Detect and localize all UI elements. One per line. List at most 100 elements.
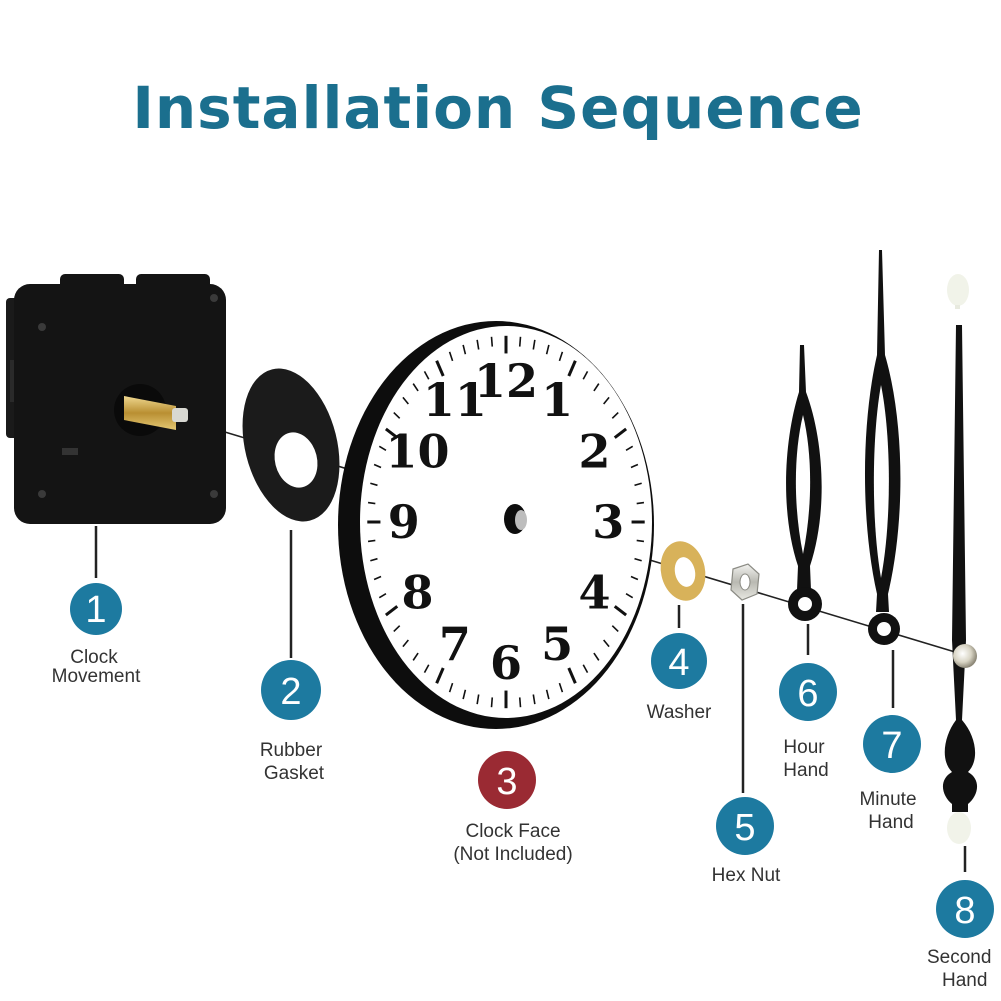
dial-minor-tick <box>393 625 401 633</box>
dial-minor-tick <box>593 383 600 392</box>
part-number: 5 <box>734 807 755 849</box>
dial-minor-tick <box>630 575 639 581</box>
dial-minor-tick <box>412 652 419 661</box>
dial-minor-tick <box>462 344 467 355</box>
dial-major-tick <box>384 427 399 439</box>
part-badge <box>936 880 994 938</box>
dial-minor-tick <box>373 575 382 581</box>
dial-minor-tick <box>476 339 480 350</box>
dial-major-tick <box>384 605 399 617</box>
hour-hand-illustration <box>786 345 822 621</box>
dial-numeral: 5 <box>541 617 573 671</box>
part-label: Second <box>927 947 991 968</box>
dial-numeral: 4 <box>579 566 611 620</box>
dial-minor-tick <box>611 411 619 419</box>
rubber-gasket-illustration <box>242 368 340 522</box>
part-label: Hand <box>942 970 987 991</box>
part-3-callout: 3 Clock Face (Not Included) <box>453 751 573 865</box>
part-badge <box>863 715 921 773</box>
dial-minor-tick <box>367 501 376 505</box>
dial-major-tick <box>435 360 445 377</box>
dial-minor-tick <box>367 539 376 543</box>
dial-numeral: 7 <box>439 617 471 671</box>
dial-minor-tick <box>402 396 409 405</box>
dial-numeral: 2 <box>579 424 611 478</box>
dial-minor-tick <box>636 539 645 543</box>
dial-minor-tick <box>582 664 589 674</box>
dial-minor-tick <box>625 593 634 599</box>
dial-minor-tick <box>611 625 619 633</box>
dial-minor-tick <box>518 697 522 708</box>
part-5-callout: 5 Hex Nut <box>712 797 781 886</box>
clock-movement-illustration <box>6 274 226 524</box>
dial-minor-tick <box>402 639 409 648</box>
part-badge <box>478 751 536 809</box>
dial-major-tick <box>613 605 628 617</box>
part-badge <box>261 660 321 720</box>
part-label: Hand <box>868 812 913 833</box>
dial-numeral: 1 <box>541 373 573 427</box>
part-1-callout: 1 Clock Movement <box>52 583 141 687</box>
part-6-callout: 6 Hour Hand <box>779 663 837 781</box>
dial-major-tick <box>435 667 445 684</box>
dial-minor-tick <box>423 664 430 674</box>
part-number: 1 <box>85 589 106 631</box>
leader-lines <box>94 526 967 872</box>
dial-minor-tick <box>582 370 589 380</box>
minute-hand-illustration <box>864 250 901 645</box>
clock-face-ticks <box>367 335 645 709</box>
dial-minor-tick <box>593 652 600 661</box>
part-8-callout: 8 Second Hand <box>927 880 994 991</box>
dial-minor-tick <box>603 396 610 405</box>
dial-minor-tick <box>636 501 645 505</box>
part-badge <box>651 633 707 689</box>
dial-minor-tick <box>476 694 480 705</box>
dial-minor-tick <box>603 639 610 648</box>
part-label: Gasket <box>264 763 325 784</box>
dial-minor-tick <box>532 339 536 350</box>
dial-minor-tick <box>490 697 494 708</box>
dial-major-tick <box>613 427 628 439</box>
part-label: (Not Included) <box>453 844 572 865</box>
part-2-callout: 2 Rubber Gasket <box>260 660 325 784</box>
dial-minor-tick <box>630 463 639 469</box>
dial-minor-tick <box>625 445 634 451</box>
part-number: 7 <box>881 725 902 767</box>
dial-numeral: 10 <box>385 424 449 478</box>
second-hand-illustration <box>942 274 978 844</box>
diagram-title: Installation Sequence <box>132 74 863 142</box>
part-number: 8 <box>954 890 975 932</box>
dial-minor-tick <box>378 445 387 451</box>
dial-numeral: 6 <box>490 636 522 690</box>
dial-numeral: 3 <box>592 495 624 549</box>
dial-major-tick <box>567 360 577 377</box>
dial-minor-tick <box>558 351 564 362</box>
dial-minor-tick <box>412 383 419 392</box>
dial-minor-tick <box>378 593 387 599</box>
part-badge <box>779 663 837 721</box>
dial-numeral: 9 <box>388 495 420 549</box>
part-label: Rubber <box>260 740 323 761</box>
dial-minor-tick <box>370 482 378 487</box>
dial-minor-tick <box>634 482 642 487</box>
dial-minor-tick <box>518 336 522 347</box>
part-7-callout: 7 Minute Hand <box>859 715 921 833</box>
dial-minor-tick <box>545 689 550 700</box>
part-badge <box>716 797 774 855</box>
dial-minor-tick <box>448 351 454 362</box>
dial-minor-tick <box>545 344 550 355</box>
part-label: Hand <box>783 760 828 781</box>
part-number: 3 <box>496 761 517 803</box>
part-label: Washer <box>647 702 712 723</box>
part-label: Clock Face <box>465 821 560 842</box>
part-number: 2 <box>280 671 301 713</box>
dial-minor-tick <box>634 557 642 562</box>
part-number: 4 <box>668 642 689 684</box>
hex-nut-illustration <box>730 563 760 601</box>
dial-major-tick <box>567 667 577 684</box>
part-4-callout: 4 Washer <box>647 633 712 723</box>
dial-minor-tick <box>393 411 401 419</box>
dial-minor-tick <box>490 336 494 347</box>
